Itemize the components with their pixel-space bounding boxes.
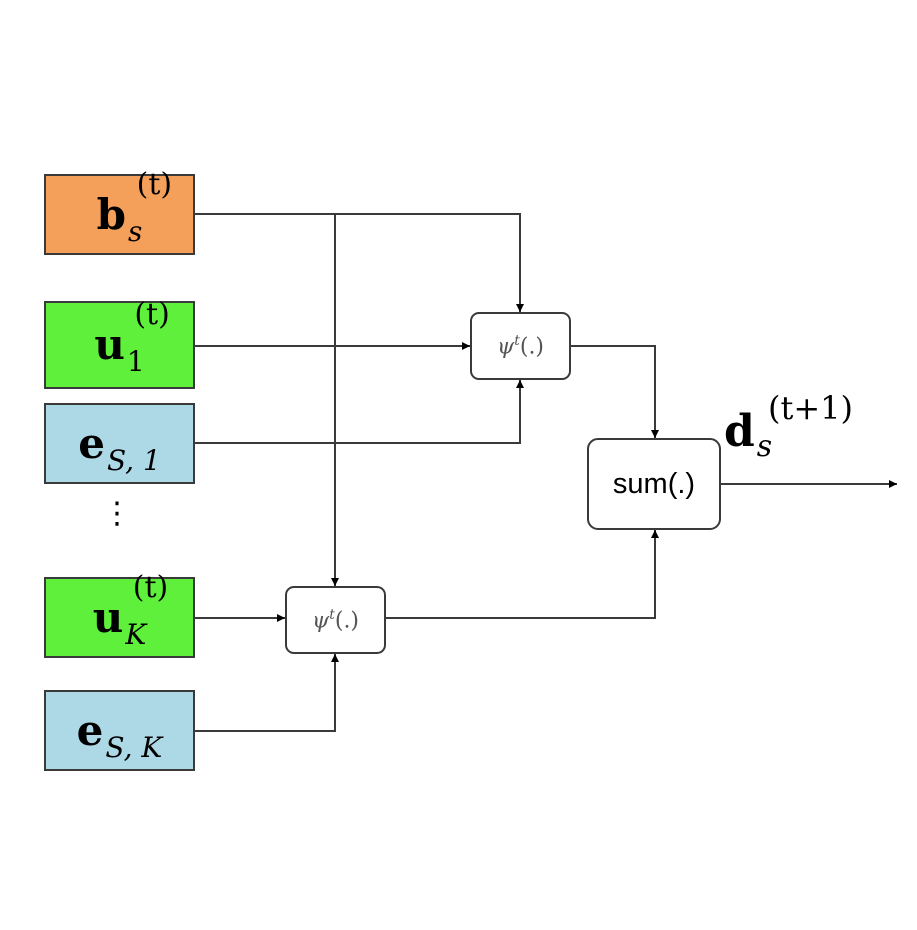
psi-top-sup: t [514,332,520,349]
psi-bottom-sup: t [329,606,335,623]
input-uK-box: uK (t) [44,572,195,658]
input-eK-label: eS, K [77,709,163,761]
input-b-box: bs (t) [44,169,195,255]
edge-eK-to-psi-bottom [195,654,339,732]
input-b-label: bs (t) [97,169,172,245]
psi-bottom-symbol: ψ [311,608,330,634]
input-eK-box: eS, K [44,690,195,771]
psi-bottom-args: (.) [334,608,360,634]
input-uK-sub: K [125,617,147,651]
input-eK-sub: S, K [105,730,163,764]
edge-e1-to-psi-top [195,380,524,444]
output-sup: (t+1) [768,389,853,427]
output-sub: s [756,429,773,464]
input-b-sub: s [128,214,143,248]
sum-label: sum(.) [612,467,696,500]
psi-top-label: ψt(.) [497,333,544,359]
input-e1-box: eS, 1 [44,403,195,484]
ellipsis: ⋮ [102,496,132,531]
input-b-sup: (t) [136,166,173,202]
input-uK-base: u [92,592,124,642]
input-e1-label: eS, 1 [78,422,161,474]
psi-bottom-box: ψt(.) [285,586,386,654]
input-eK-base: e [76,705,104,755]
sum-box: sum(.) [587,438,721,530]
input-u1-base: u [94,320,125,369]
input-u1-label: u1 (t) [94,300,169,376]
input-b-base: b [96,189,126,239]
output-label: ds (t+1) [724,392,853,462]
input-u1-box: u1 (t) [44,300,195,389]
psi-bottom-label: ψt(.) [312,607,359,633]
edge-psi-bottom-to-sum [386,530,659,619]
edge-psi-top-to-sum [571,345,659,438]
psi-top-symbol: ψ [496,334,515,360]
input-u1-sub: 1 [126,345,145,378]
input-uK-label: uK (t) [93,572,168,648]
input-e1-sub: S, 1 [106,443,161,477]
psi-top-args: (.) [519,334,545,360]
edge-b-to-psi-top [195,213,524,312]
output-base: d [724,406,755,457]
input-uK-sup: (t) [132,569,169,605]
psi-top-box: ψt(.) [470,312,571,380]
input-u1-sup: (t) [134,297,170,332]
input-e1-base: e [78,418,105,468]
